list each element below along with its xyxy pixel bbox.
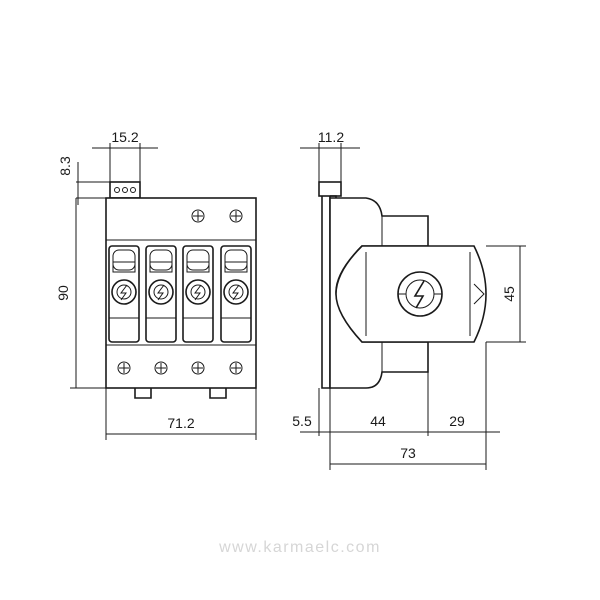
plug-in-head xyxy=(335,245,487,343)
top-screw-left xyxy=(191,209,205,223)
terminal-screw-3 xyxy=(130,187,136,193)
bottom-screw-1 xyxy=(117,361,131,375)
lightning-icon xyxy=(148,279,174,305)
din-rail xyxy=(321,196,331,389)
top-screw-right xyxy=(229,209,243,223)
dim-top-width: 15.2 xyxy=(111,129,138,145)
dim-total-depth: 73 xyxy=(400,445,416,461)
lightning-icon xyxy=(111,279,137,305)
dim-rail-offset: 5.5 xyxy=(292,413,312,429)
lightning-icon xyxy=(185,279,211,305)
rail-clip-left xyxy=(134,388,152,399)
watermark: www.karmaelc.com xyxy=(218,539,381,556)
watermark-url: www.karmaelc.com xyxy=(218,539,381,556)
dim-side-top-width: 11.2 xyxy=(318,129,344,145)
lightning-icon xyxy=(223,279,249,305)
front-view: 15.2 8.3 90 71.2 xyxy=(55,129,257,440)
dim-height: 90 xyxy=(55,285,71,301)
dim-top-height: 8.3 xyxy=(57,156,73,176)
side-view: 11.2 45 5.5 44 29 73 xyxy=(292,129,526,470)
bottom-screw-2 xyxy=(154,361,168,375)
terminal-screw-1 xyxy=(114,187,120,193)
protection-module-4 xyxy=(220,245,252,343)
bottom-screw-4 xyxy=(229,361,243,375)
dim-head-height: 45 xyxy=(501,286,517,302)
terminal-screw-2 xyxy=(122,187,128,193)
protection-module-3 xyxy=(182,245,214,343)
protection-module-1 xyxy=(108,245,140,343)
dim-width: 71.2 xyxy=(167,415,194,431)
dim-head-depth: 29 xyxy=(449,413,465,429)
bottom-screw-3 xyxy=(191,361,205,375)
side-top-clip xyxy=(318,181,342,197)
bottom-screws xyxy=(117,361,243,375)
lightning-icon xyxy=(397,271,443,317)
rail-clip-right xyxy=(209,388,227,399)
protection-module-2 xyxy=(145,245,177,343)
protection-modules xyxy=(108,245,252,343)
dim-body-depth: 44 xyxy=(370,413,386,429)
side-latch xyxy=(473,283,485,305)
